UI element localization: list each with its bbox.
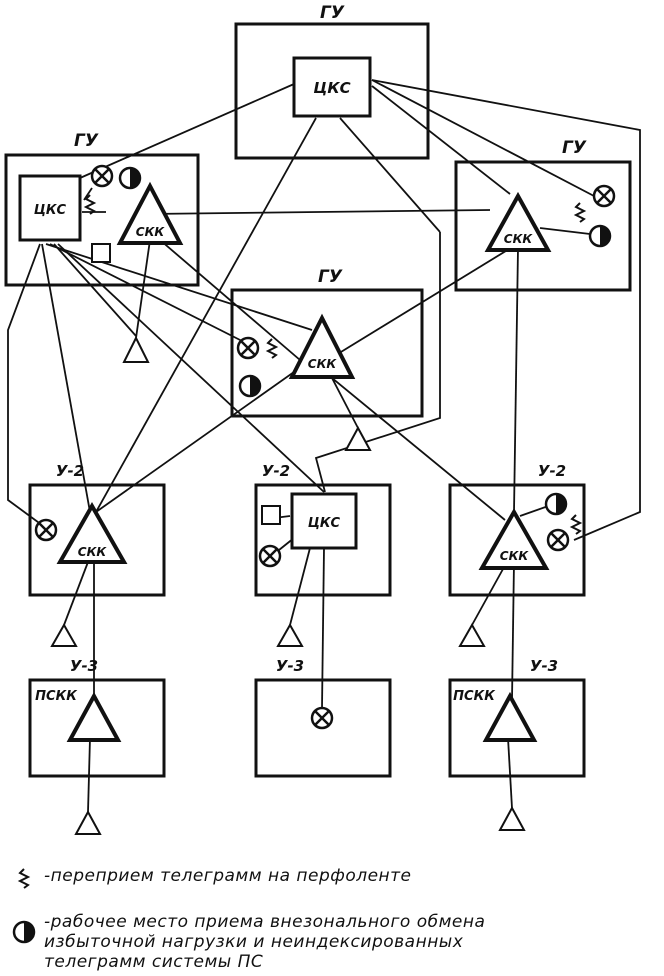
u2-left-box	[28, 483, 166, 597]
skk-left-label: СКК	[136, 225, 166, 239]
u3-right-box	[448, 678, 586, 778]
skk-triangle-u2-right	[478, 507, 550, 570]
cks-mid	[290, 492, 358, 550]
legend-workplace-line3: телеграмм системы ПС	[44, 952, 264, 972]
u2-mid-label: У-2	[262, 462, 290, 480]
pskk-triangle-right	[482, 691, 538, 742]
skk-triangle-left	[116, 181, 184, 245]
cks-top	[292, 56, 372, 118]
legend-half-circle-icon	[12, 920, 36, 944]
skk-triangle-middle	[288, 313, 356, 379]
terminal-triangle	[122, 335, 150, 363]
u3-left-label: У-3	[70, 657, 98, 675]
skk-right-label: СКК	[504, 232, 534, 246]
legend-workplace-line2: избыточной нагрузки и неиндексированных	[44, 932, 464, 952]
small-square-mid	[261, 505, 281, 525]
terminal-triangle	[458, 622, 486, 647]
u2-right-label: У-2	[538, 462, 566, 480]
half-circle-icon	[588, 224, 612, 248]
u2-right-box	[448, 483, 586, 597]
pskk-triangle-left	[66, 691, 122, 742]
gu-right-box	[454, 160, 632, 292]
u3-right-label: У-3	[530, 657, 558, 675]
skk-triangle-u2-left	[56, 501, 128, 564]
crossed-circle-icon	[310, 706, 334, 730]
legend-zigzag-icon	[19, 868, 29, 889]
crossed-circle-icon	[258, 544, 282, 568]
gu-left-label: ГУ	[74, 131, 99, 151]
skk-triangle-right	[484, 191, 552, 252]
u2-left-label: У-2	[56, 462, 84, 480]
terminal-triangle	[498, 805, 526, 831]
cks-left	[18, 174, 82, 242]
small-square-left	[91, 243, 111, 263]
gu-top-box	[234, 22, 430, 160]
terminal-triangle	[276, 622, 304, 647]
pskk-left-label: ПСКК	[35, 689, 78, 704]
crossed-circle-icon	[546, 528, 570, 552]
skk-middle-label: СКК	[308, 357, 338, 371]
crossed-circle-icon	[236, 336, 260, 360]
u2-mid-box	[254, 483, 392, 597]
pskk-right-label: ПСКК	[453, 689, 496, 704]
cks-top-label: ЦКС	[313, 79, 350, 97]
cks-left-label: ЦКС	[34, 203, 67, 218]
gu-left-box	[4, 153, 200, 287]
u3-mid-label: У-3	[276, 657, 304, 675]
connection-lines	[7, 79, 641, 813]
half-circle-icon	[118, 166, 142, 190]
crossed-circle-icon	[592, 184, 616, 208]
crossed-circle-icon	[34, 518, 58, 542]
gu-middle-box	[230, 288, 424, 418]
crossed-circle-icon	[90, 164, 114, 188]
terminal-triangle	[344, 425, 372, 451]
terminal-triangle	[74, 809, 102, 835]
half-circle-icon	[544, 492, 568, 516]
u3-left-box	[28, 678, 166, 778]
zigzag-icon	[267, 338, 277, 359]
zigzag-icon	[575, 202, 585, 223]
skk-u2-left-label: СКК	[78, 545, 108, 559]
legend-reception-text: -переприем телеграмм на перфоленте	[44, 866, 412, 886]
zigzag-icon	[571, 514, 581, 535]
skk-u2-right-label: СКК	[500, 549, 530, 563]
terminal-triangle	[50, 622, 78, 647]
gu-middle-label: ГУ	[318, 267, 343, 287]
legend-workplace-line1: -рабочее место приема внезонального обме…	[44, 912, 486, 932]
u3-mid-box	[254, 678, 392, 778]
gu-top-label: ГУ	[320, 3, 345, 23]
half-circle-icon	[238, 374, 262, 398]
cks-mid-label: ЦКС	[308, 516, 341, 531]
gu-right-label: ГУ	[562, 138, 587, 158]
